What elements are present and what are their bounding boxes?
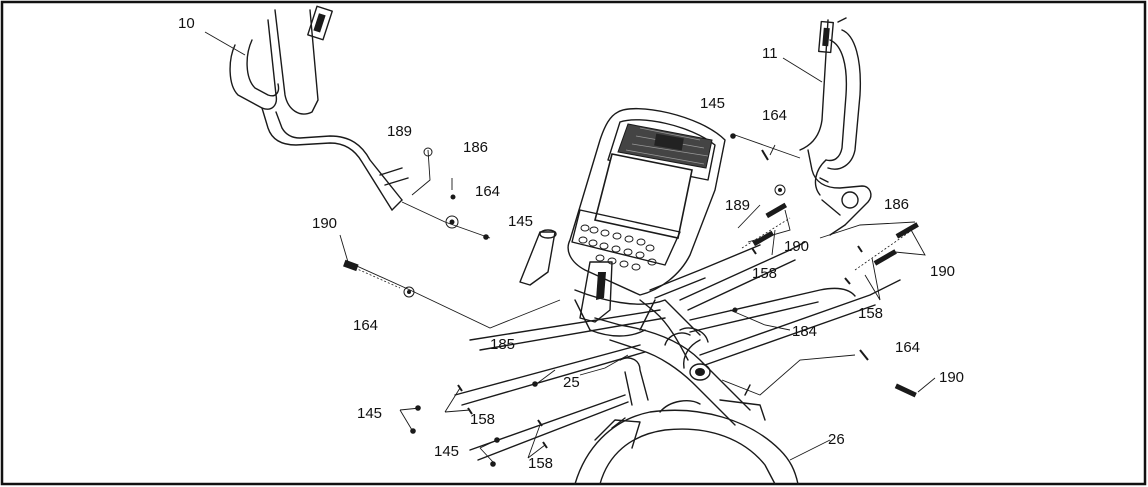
callout-164-mid: 164 xyxy=(475,183,500,200)
callout-145-lower: 145 xyxy=(434,443,459,460)
callout-186-left: 186 xyxy=(463,139,488,156)
screw-145-top xyxy=(730,133,736,139)
washer-164-left xyxy=(403,286,415,298)
washer-164-top xyxy=(761,149,769,161)
leader-lines xyxy=(204,31,936,463)
callout-158-center: 158 xyxy=(752,265,777,282)
callout-184: 184 xyxy=(792,323,817,340)
screw-184 xyxy=(732,307,738,313)
washers-158-right xyxy=(844,245,863,285)
callout-158-lower-left: 158 xyxy=(470,411,495,428)
screws-145-lower xyxy=(410,405,500,467)
console xyxy=(519,107,726,337)
callout-26: 26 xyxy=(828,431,845,448)
washer-164-mid xyxy=(445,215,459,229)
left-handlebar xyxy=(229,5,409,211)
nut-189-right xyxy=(774,184,786,196)
callout-158-right: 158 xyxy=(858,305,883,322)
right-handlebar xyxy=(799,17,872,236)
callout-11: 11 xyxy=(762,45,778,62)
callout-158-lower: 158 xyxy=(528,455,553,472)
speaker-grille xyxy=(617,123,713,169)
callout-186-right: 186 xyxy=(884,196,909,213)
callout-190-center: 190 xyxy=(784,238,809,255)
callout-190-right: 190 xyxy=(930,263,955,280)
keypad xyxy=(578,224,657,271)
callout-189-left: 189 xyxy=(387,123,412,140)
callout-164-left: 164 xyxy=(353,317,378,334)
washer-158-center xyxy=(751,247,757,255)
upright-frame xyxy=(574,299,799,485)
cross-tubes xyxy=(454,241,901,461)
callout-189-right: 189 xyxy=(725,197,750,214)
callout-185: 185 xyxy=(490,336,515,353)
washer-186-left xyxy=(450,194,456,200)
callout-145-top: 145 xyxy=(700,95,725,112)
nut-189-left xyxy=(423,147,433,157)
hardware xyxy=(343,133,919,467)
callout-145-lower-left: 145 xyxy=(357,405,382,422)
screw-145-left xyxy=(483,234,489,240)
washers-158-lower xyxy=(457,384,548,449)
callout-190-left: 190 xyxy=(312,215,337,232)
screw-185 xyxy=(532,381,538,387)
callout-10: 10 xyxy=(178,15,195,32)
bolt-190-left xyxy=(343,259,401,289)
bolt-190-bottom-right xyxy=(859,349,917,398)
callout-190-bottom-right: 190 xyxy=(939,369,964,386)
callout-25: 25 xyxy=(563,374,580,391)
bolts-190-right xyxy=(854,222,919,271)
callout-164-top: 164 xyxy=(762,107,787,124)
callout-145-left: 145 xyxy=(508,213,533,230)
callout-labels: 10 11 145 164 189 186 164 145 190 164 18… xyxy=(178,15,964,472)
bolts-190-center xyxy=(741,202,791,249)
callout-164-bottom-right: 164 xyxy=(895,339,920,356)
